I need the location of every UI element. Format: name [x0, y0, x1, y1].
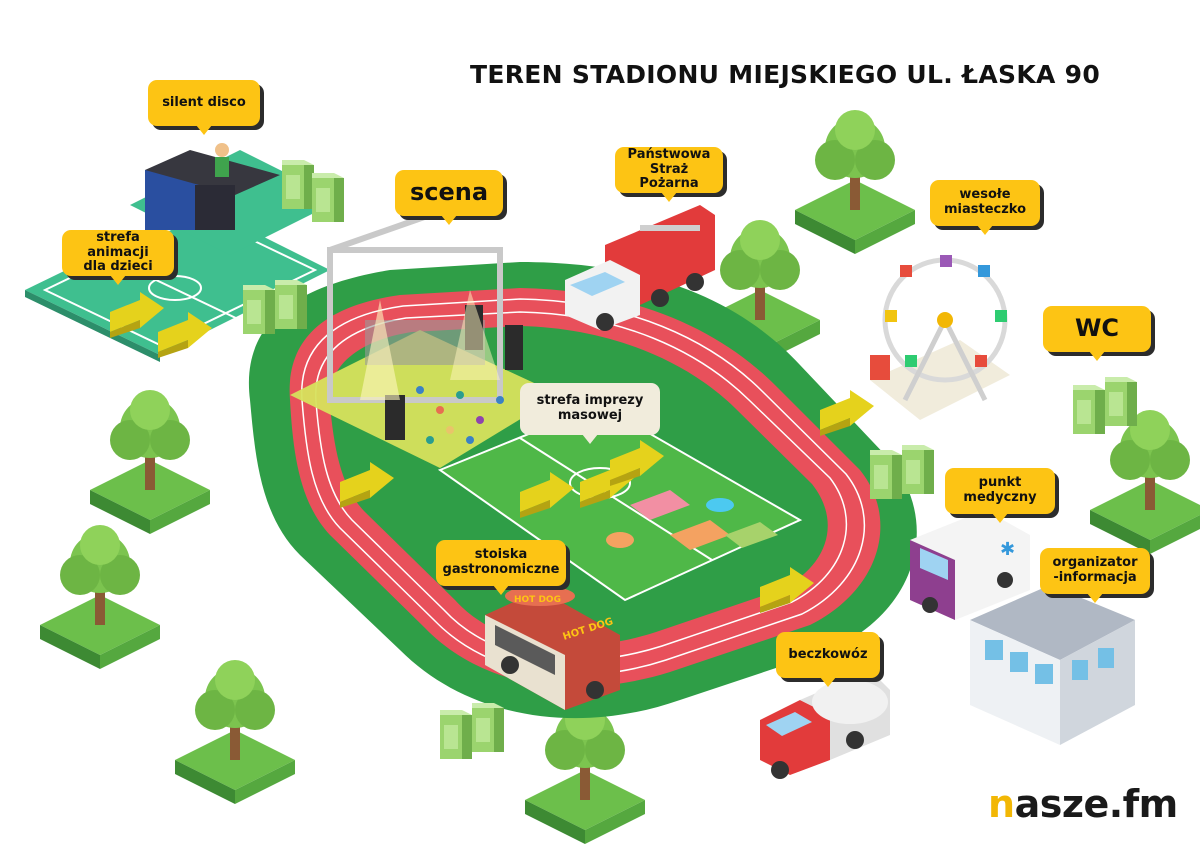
- toilet-group-2: [243, 280, 307, 334]
- water-tanker: [760, 670, 890, 779]
- label-organizator: organizator -informacja: [1040, 548, 1150, 603]
- ambulance: ✱: [910, 510, 1030, 620]
- stage: [327, 212, 523, 440]
- tree-tile-3: [175, 660, 295, 804]
- label-straz-pozarna: Państwowa Straż Pożarna: [615, 147, 723, 202]
- label-scena: scena: [395, 170, 503, 225]
- logo-text: asze.fm: [1014, 782, 1179, 826]
- label-stoiska: stoiska gastronomiczne: [436, 540, 566, 595]
- label-strefa-imprezy: strefa imprezy masowej: [520, 383, 660, 444]
- fire-truck: [565, 205, 715, 331]
- picnic-area: [606, 490, 778, 550]
- hot-dog-truck: HOT DOG HOT DOG: [485, 586, 620, 710]
- brand-logo: nasze.fm: [988, 782, 1178, 826]
- tree-tile-5: [795, 110, 915, 254]
- crowd: [416, 386, 504, 444]
- map-title: TEREN STADIONU MIEJSKIEGO UL. ŁASKA 90: [470, 60, 1101, 89]
- tree-tile-1: [90, 390, 210, 534]
- tree-tile-4: [525, 700, 645, 844]
- label-wesole-miasteczko: wesołe miasteczko: [930, 180, 1040, 235]
- toilet-group-5: [440, 703, 504, 759]
- label-punkt-medyczny: punkt medyczny: [945, 468, 1055, 523]
- ferris-wheel: [870, 255, 1010, 420]
- hot-dog-roof-sign: HOT DOG: [514, 595, 561, 605]
- organizer-building: [970, 585, 1135, 745]
- label-strefa-animacji: strefa animacji dla dzieci: [62, 230, 174, 285]
- label-wc: WC: [1043, 306, 1151, 361]
- tree-tile-2: [40, 525, 160, 669]
- label-silent-disco: silent disco: [148, 80, 260, 135]
- toilet-group-3: [870, 445, 934, 499]
- logo-letter-n: n: [988, 782, 1015, 826]
- svg-text:✱: ✱: [1000, 539, 1015, 559]
- tree-tile-7: [1090, 410, 1200, 554]
- label-beczkowoz: beczkowóz: [776, 632, 880, 687]
- toilet-group-4: [1073, 377, 1137, 434]
